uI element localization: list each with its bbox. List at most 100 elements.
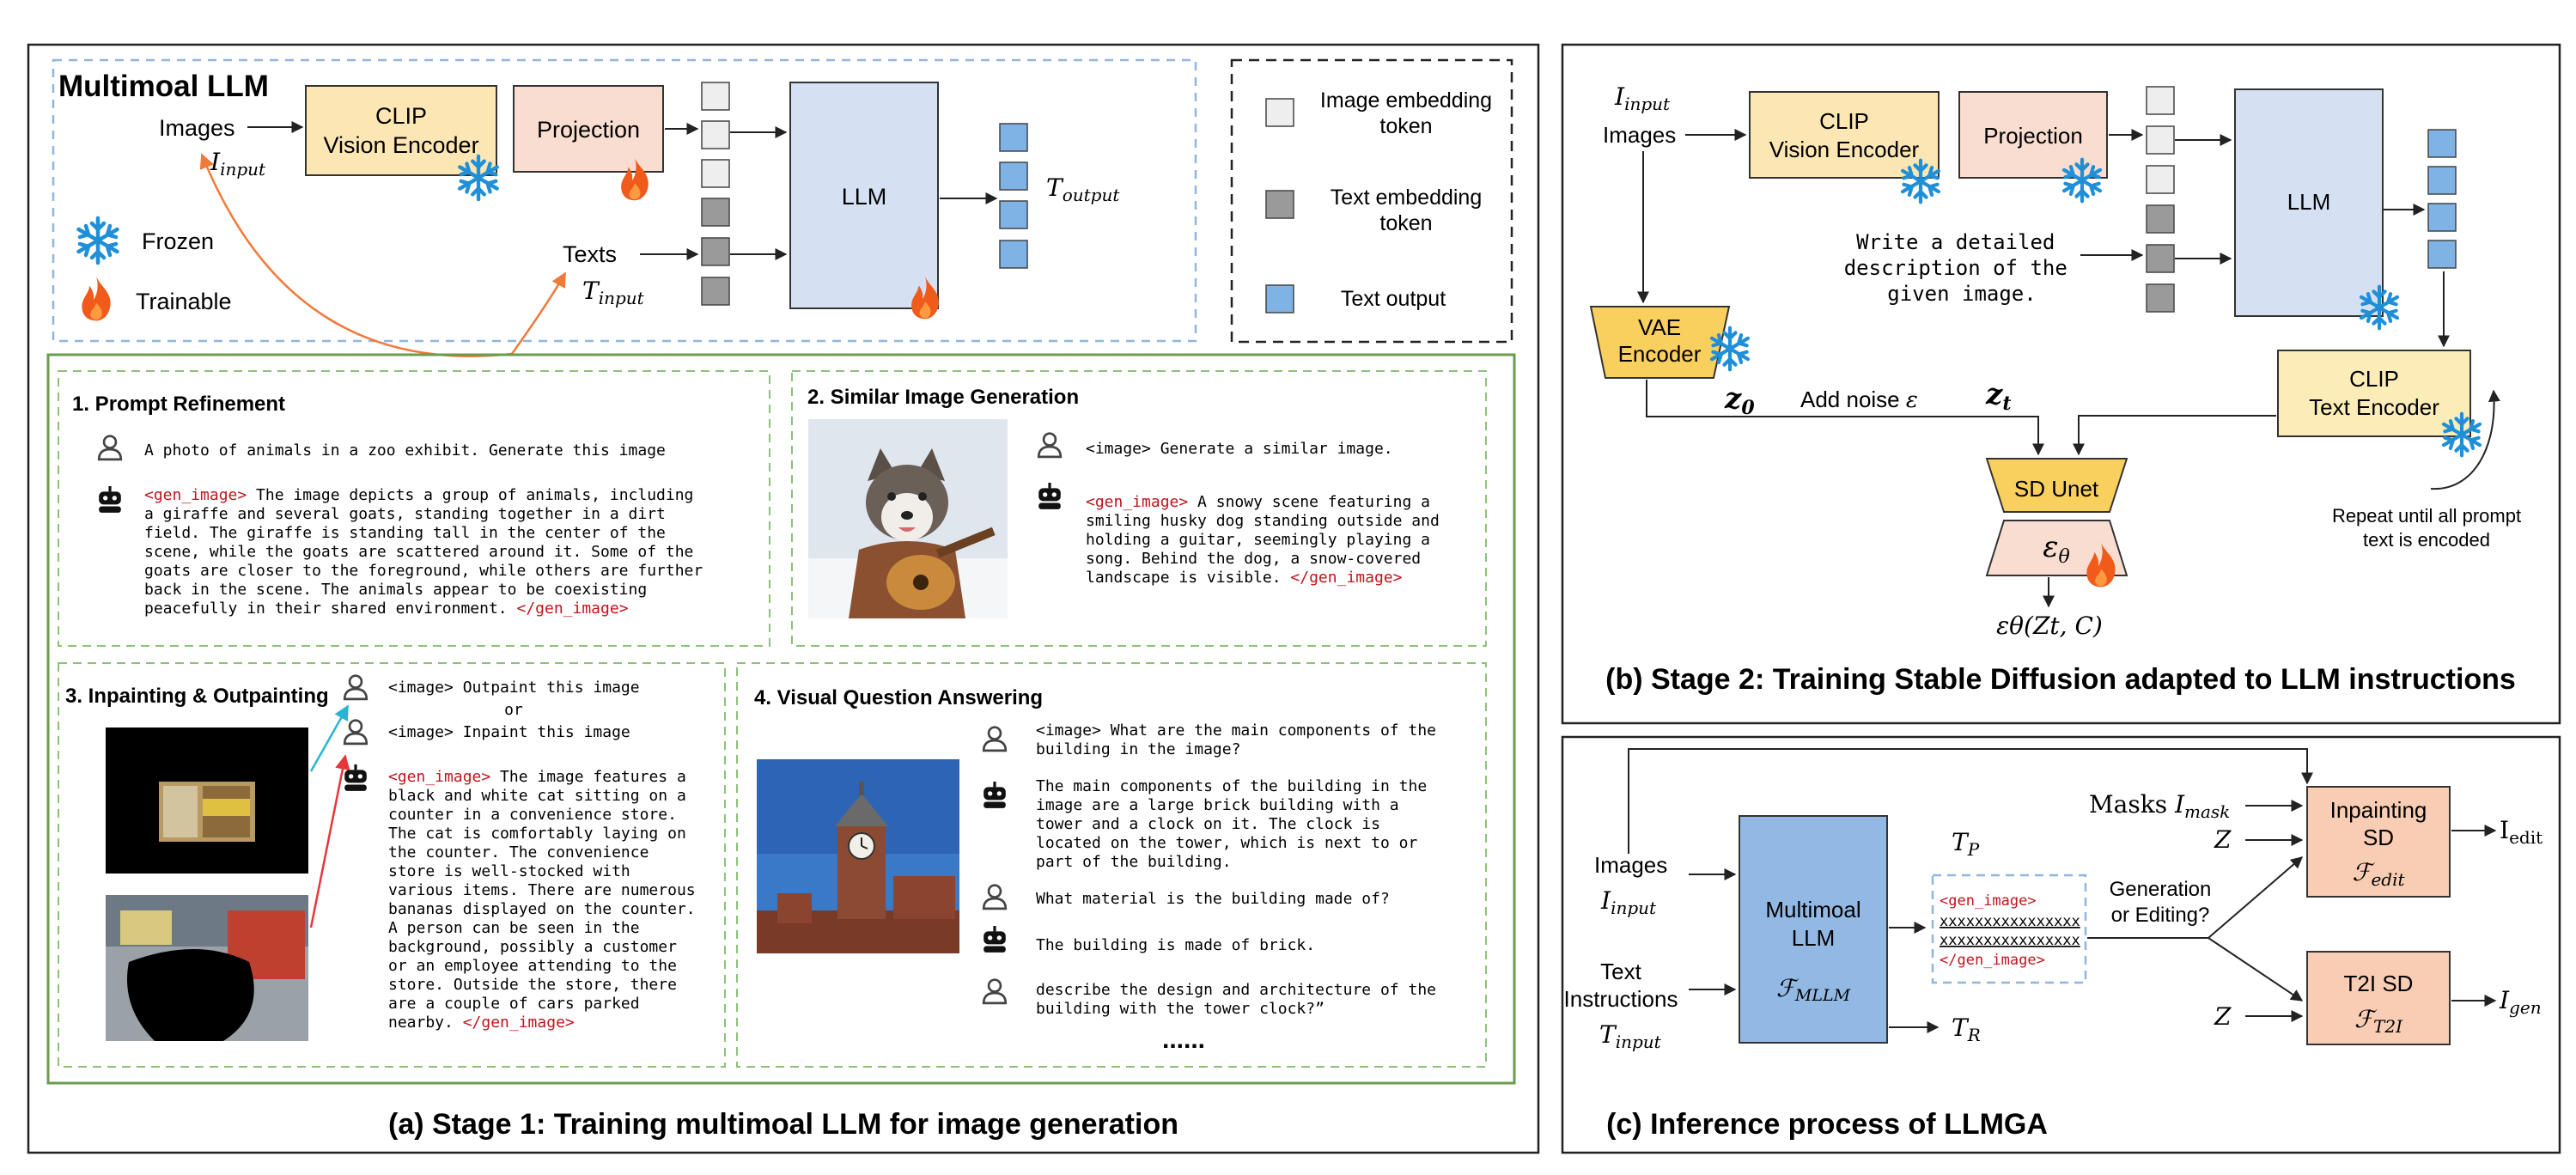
user-icon: [982, 726, 1008, 752]
vae-line1: VAE: [1638, 314, 1681, 340]
panel-b-caption: (b) Stage 2: Training Stable Diffusion a…: [1605, 663, 2516, 696]
user-prompt: <image> Generate a similar image.: [1086, 440, 1393, 458]
task-title: 2. Similar Image Generation: [807, 386, 1079, 409]
tr-label: TR: [1952, 1014, 1981, 1045]
vae-encoder-box: [1589, 306, 1731, 379]
add-noise-label: Add noise ε: [1800, 387, 1918, 413]
vae-line2: Encoder: [1618, 341, 1702, 367]
inpainting-sd-box: [2306, 786, 2451, 898]
panel-a-frame: [27, 43, 1540, 1154]
panel-b: Iinput Images CLIP Vision Encoder Projec…: [1561, 43, 2561, 725]
vqa-question-1: <image> What are the main components of …: [1036, 721, 1446, 758]
legend-image-token-line1: Image embedding: [1320, 88, 1492, 113]
task-title: 3. Inpainting & Outpainting: [65, 685, 329, 708]
arrow-vae-unet: [1646, 380, 2044, 456]
gen-open-tag: <gen_image>: [1940, 892, 2037, 910]
projection-box: [513, 85, 664, 173]
text-token: [2146, 244, 2175, 273]
repeat-loop-arrow: [2430, 389, 2500, 490]
user-icon: [982, 978, 1008, 1005]
x-line-2: xxxxxxxxxxxxxxxx: [1940, 932, 2080, 949]
tp-label: TP: [1952, 828, 1980, 860]
legend-image-token-line2: token: [1379, 114, 1432, 138]
llm-box: [2234, 88, 2384, 317]
bot-response: <gen_image> The image features a black a…: [388, 768, 704, 1032]
inpainting-line1: Inpainting: [2330, 797, 2427, 823]
arrow-inpaint: [309, 754, 350, 928]
output-token-column: [999, 123, 1028, 269]
text-output-token: [2427, 166, 2457, 195]
legend-text-token-swatch: [1265, 190, 1294, 219]
clip-box-line1: CLIP: [1819, 108, 1869, 134]
t-output-label: Toutput: [1046, 174, 1120, 205]
text-output-token: [999, 200, 1028, 229]
llm-label: LLM: [2287, 189, 2331, 215]
or-label: or: [504, 701, 523, 719]
task-inpainting: 3. Inpainting & Outpainting <image> Outp…: [58, 662, 726, 1068]
bot-icon: [1038, 483, 1061, 509]
snowflake-icon: [1903, 161, 1939, 203]
text-token: [2146, 283, 2175, 313]
z0-label: z0: [1724, 381, 1755, 419]
clock-tower-image: [757, 759, 959, 953]
image-token: [701, 120, 730, 149]
gen-close-tag: </gen_image>: [1940, 952, 2045, 969]
task-box: [58, 370, 770, 647]
task-title: 4. Visual Question Answering: [754, 686, 1043, 709]
user-prompt-inpaint: <image> Inpaint this image: [388, 723, 630, 741]
image-token: [701, 159, 730, 188]
image-token: [701, 82, 730, 111]
ellipsis: ......: [1162, 1026, 1205, 1054]
text-token: [701, 237, 730, 266]
legend-text-output-swatch: [1265, 284, 1294, 314]
task-title: 1. Prompt Refinement: [72, 393, 285, 416]
eps-theta-label: εθ: [2043, 530, 2070, 568]
i-input-label: Iinput: [210, 148, 266, 180]
clip-box-line2: Vision Encoder: [323, 132, 478, 158]
projection-label: Projection: [537, 117, 640, 143]
text-token: [701, 277, 730, 306]
t2i-line1: T2I SD: [2344, 971, 2414, 996]
legend-text-output: Text output: [1341, 287, 1446, 311]
panel-b-frame: [1561, 43, 2561, 725]
bot-icon: [99, 486, 121, 513]
text-output-token: [999, 161, 1028, 191]
z-label-edit: Z: [2214, 825, 2232, 854]
arrow-clip-text-unet: [2073, 415, 2276, 456]
multimodal-llm-region: [52, 58, 1197, 343]
panel-c: Images Iinput Text Instructions Tinput M…: [1561, 735, 2561, 1154]
vqa-answer-2: The building is made of brick.: [1036, 936, 1315, 954]
z-label-gen: Z: [2214, 1002, 2232, 1031]
user-icon: [1037, 432, 1063, 459]
mllm-line1: Multimoal: [1765, 897, 1860, 922]
stage2-prompt: Write a detailed description of the give…: [1844, 230, 2080, 306]
arrow-outpaint: [309, 704, 350, 772]
t2i-sd-box: [2306, 951, 2451, 1045]
snowflake-icon: [2064, 160, 2100, 202]
f-mllm-label: ℱMLLM: [1776, 974, 1851, 1005]
input-token-column: [701, 82, 730, 306]
multimodal-llm-box: [1739, 815, 1888, 1044]
unet-output-expr: εθ(Zt, C): [1996, 612, 2103, 640]
prompt-output-box: [1931, 874, 2087, 984]
task-box: [58, 662, 726, 1068]
panel-c-frame: [1561, 735, 2561, 1154]
projection-label: Projection: [1983, 123, 2083, 149]
i-gen-label: Igen: [2499, 986, 2542, 1018]
text-token: [701, 198, 730, 227]
panel-a: Multimoal LLM Images Iinput CLIP Vision …: [27, 43, 1540, 1154]
arrow-to-texts: [510, 271, 567, 355]
bot-icon: [344, 764, 367, 791]
zt-label: zt: [1985, 377, 2011, 415]
llm-label: LLM: [842, 184, 887, 210]
frozen-label: Frozen: [142, 228, 214, 254]
user-icon: [343, 719, 368, 746]
images-label: Images: [1594, 852, 1667, 878]
clip-text-encoder-box: [2277, 350, 2471, 437]
i-input-label: Iinput: [1614, 82, 1671, 114]
clip-box-line1: CLIP: [375, 103, 427, 129]
i-input-label: Iinput: [1600, 886, 1657, 918]
user-icon: [982, 884, 1008, 910]
panel-c-caption: (c) Inference process of LLMGA: [1606, 1108, 2048, 1141]
input-token-column: [2146, 86, 2175, 313]
